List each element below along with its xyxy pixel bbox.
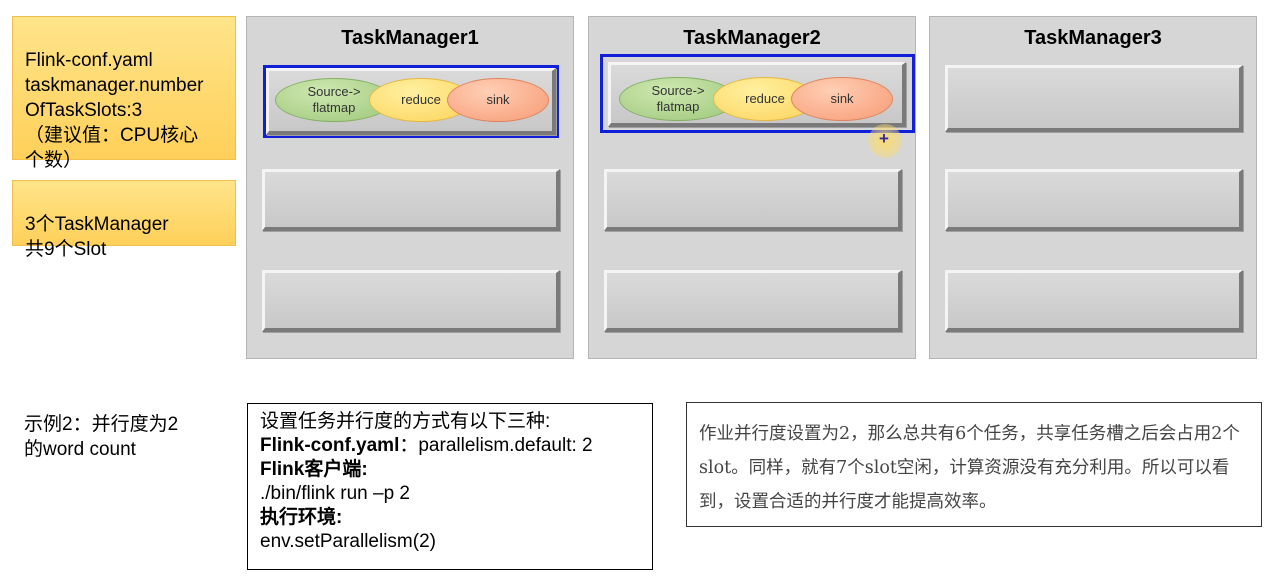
- client-label: Flink客户端:: [260, 459, 368, 480]
- config-note: Flink-conf.yaml taskmanager.number OfTas…: [12, 16, 236, 171]
- config-note-text: Flink-conf.yaml taskmanager.number OfTas…: [25, 50, 204, 171]
- slot-1-1: Source-> flatmap reduce sink: [266, 68, 556, 135]
- slot-2-1: Source-> flatmap reduce sink: [608, 62, 906, 127]
- active-slot-highlight-2: [600, 54, 915, 133]
- active-slot-highlight-1: [263, 65, 559, 138]
- description-text: 作业并行度设置为2，那么总共有6个任务，共享任务槽之后会占用2个slot。同样，…: [699, 424, 1240, 512]
- example-label: 示例2：并行度为2 的word count: [24, 414, 179, 460]
- slot-3-1: [945, 65, 1243, 132]
- slot-1-3: [262, 270, 560, 332]
- methods-heading: 设置任务并行度的方式有以下三种:: [260, 411, 551, 432]
- description-box: 作业并行度设置为2，那么总共有6个任务，共享任务槽之后会占用2个slot。同样，…: [686, 402, 1262, 527]
- slot-1-2: [262, 169, 560, 231]
- crosshair-icon: +: [879, 129, 889, 148]
- env-command: env.setParallelism(2): [260, 531, 436, 552]
- client-command: ./bin/flink run –p 2: [260, 483, 410, 504]
- task-manager-1-title: TaskManager1: [341, 27, 479, 49]
- slot-2-3: [604, 270, 902, 332]
- task-manager-2-title: TaskManager2: [683, 27, 821, 49]
- operator-sink: sink: [791, 77, 893, 121]
- conf-key: Flink-conf.yaml: [260, 435, 400, 456]
- slot-3-2: [945, 169, 1243, 231]
- env-label: 执行环境:: [260, 507, 343, 528]
- task-manager-3: TaskManager3: [929, 16, 1257, 359]
- cursor-highlight: +: [868, 124, 902, 158]
- parallelism-methods-box: 设置任务并行度的方式有以下三种: Flink-conf.yaml：paralle…: [247, 403, 653, 570]
- task-manager-2: TaskManager2 Source-> flatmap reduce sin…: [588, 16, 916, 359]
- task-manager-3-title: TaskManager3: [1024, 27, 1162, 49]
- total-slots-note-text: 3个TaskManager 共9个Slot: [25, 214, 169, 260]
- operator-sink: sink: [447, 78, 549, 122]
- total-slots-note: 3个TaskManager 共9个Slot: [12, 180, 236, 260]
- conf-line: Flink-conf.yaml：parallelism.default: 2: [260, 434, 640, 458]
- slot-3-3: [945, 270, 1243, 332]
- conf-value: ：parallelism.default: 2: [399, 435, 593, 456]
- slot-2-2: [604, 169, 902, 231]
- task-manager-1: TaskManager1 Source-> flatmap reduce sin…: [246, 16, 574, 359]
